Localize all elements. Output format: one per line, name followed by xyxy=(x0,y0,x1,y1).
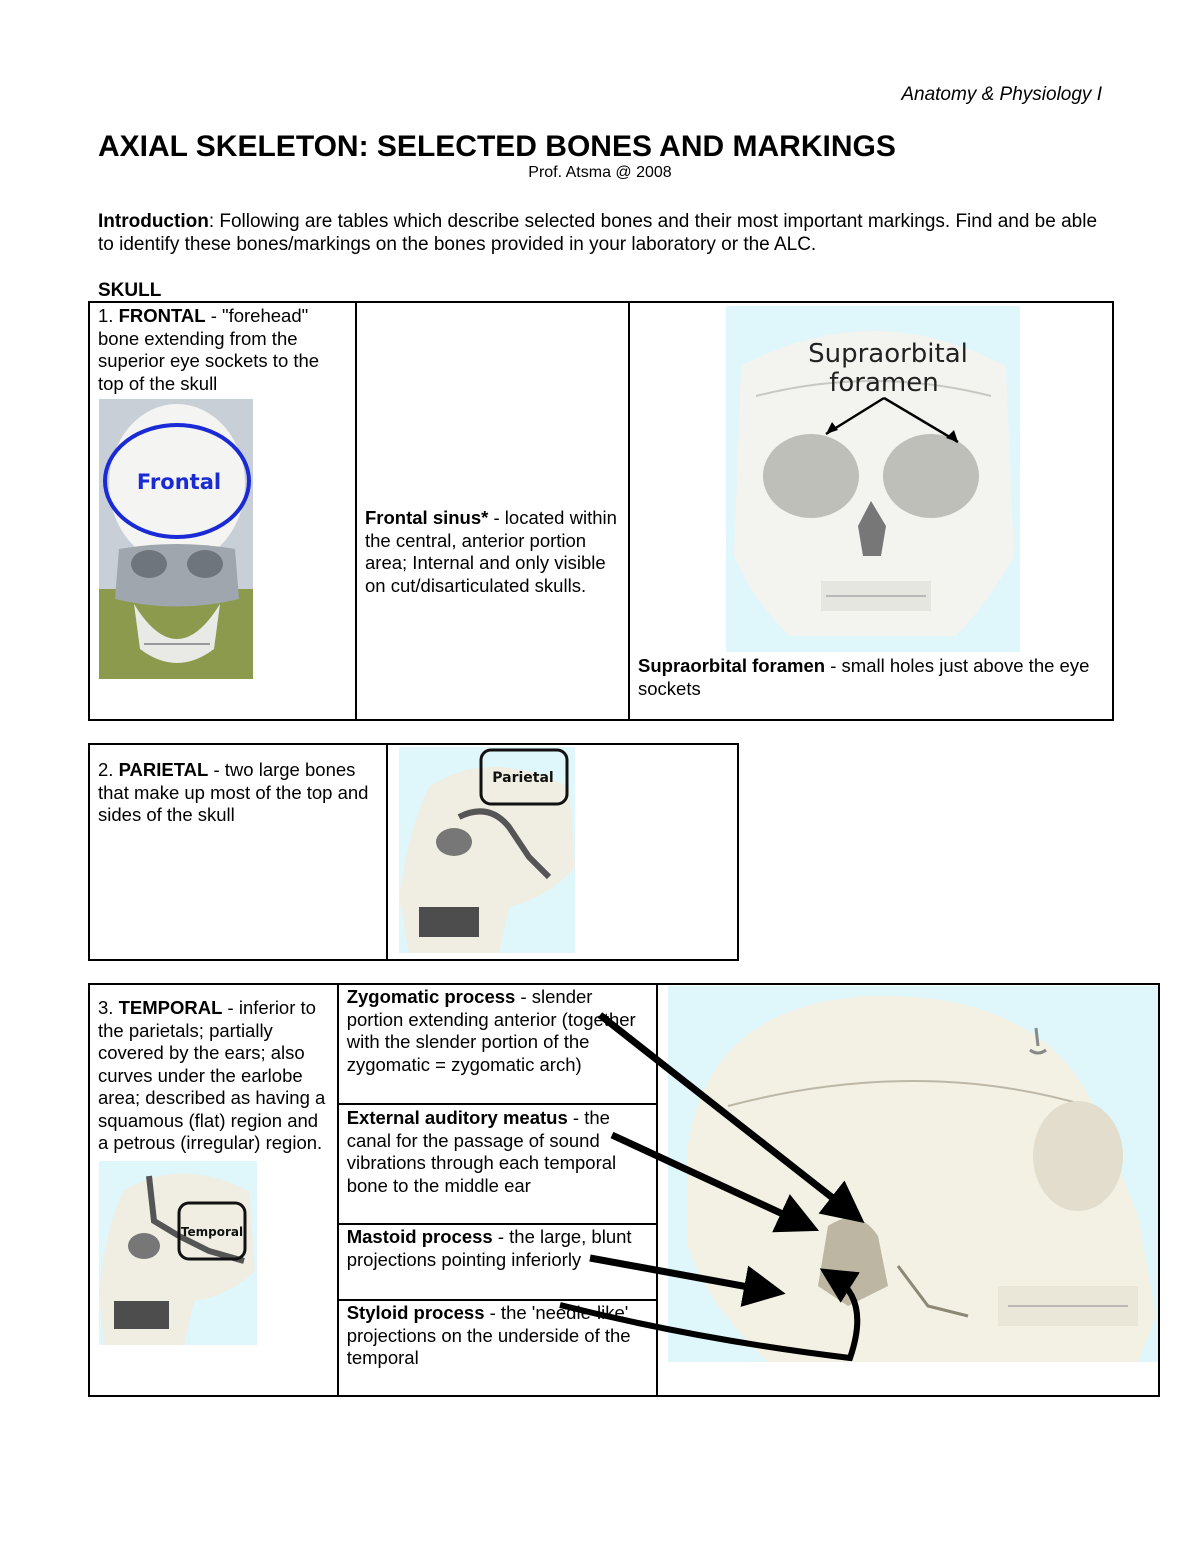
mastoid-cell: Mastoid process - the large, blunt proje… xyxy=(336,1223,659,1301)
parietal-photo-label: Parietal xyxy=(492,770,553,786)
author-line: Prof. Atsma @ 2008 xyxy=(528,164,672,181)
parietal-number: 2. xyxy=(98,759,114,780)
section-label: SKULL xyxy=(98,280,162,301)
styloid-name: Styloid process xyxy=(346,1302,485,1323)
frontal-table: 1. FRONTAL - "forehead" bone extending f… xyxy=(88,301,1114,721)
parietal-bone-cell: 2. PARIETAL - two large bones that make … xyxy=(88,743,388,961)
temporal-skull-photo: Temporal xyxy=(99,1160,257,1345)
auditory-meatus-name: External auditory meatus xyxy=(346,1107,568,1128)
supraorbital-name: Supraorbital foramen xyxy=(638,655,826,676)
zygomatic-description: - slender portion extending anterior (to… xyxy=(346,986,636,1075)
temporal-markings-photo xyxy=(668,986,1158,1362)
styloid-cell: Styloid process - the 'needle-like' proj… xyxy=(336,1299,659,1397)
supraorbital-text: Supraorbital foramen - small holes just … xyxy=(630,653,1112,702)
frontal-bone-cell: 1. FRONTAL - "forehead" bone extending f… xyxy=(88,301,357,721)
supraorbital-skull-photo: Supraorbital foramen xyxy=(726,306,1020,652)
parietal-photo-cell: Parietal xyxy=(386,743,739,961)
auditory-meatus-cell: External auditory meatus - the canal for… xyxy=(336,1103,659,1225)
parietal-description: - two large bones that make up most of t… xyxy=(98,759,369,825)
supraorbital-cell: Supraorbital foramen Supraorbital forame… xyxy=(628,301,1114,721)
frontal-sinus-text: Frontal sinus* - located within the cent… xyxy=(357,505,628,599)
parietal-skull-photo: Parietal xyxy=(399,747,575,953)
temporal-bone-cell: 3. TEMPORAL - inferior to the parietals;… xyxy=(88,983,339,1397)
temporal-markings-image xyxy=(688,995,1156,1362)
supraorbital-photo-label-2: foramen xyxy=(829,368,938,398)
frontal-name: FRONTAL xyxy=(118,305,206,326)
frontal-sinus-cell: Frontal sinus* - located within the cent… xyxy=(355,301,630,721)
frontal-photo-label: Frontal xyxy=(137,470,221,494)
parietal-name: PARIETAL xyxy=(118,759,209,780)
mastoid-description: - the large, blunt projections pointing … xyxy=(346,1226,632,1270)
frontal-description: - "forehead" bone extending from the sup… xyxy=(98,305,320,394)
frontal-number: 1. xyxy=(98,305,114,326)
intro-label: Introduction xyxy=(98,211,209,232)
intro-text: : Following are tables which describe se… xyxy=(98,211,1098,255)
supraorbital-description: - small holes just above the eye sockets xyxy=(638,655,1090,699)
page-title: AXIAL SKELETON: SELECTED BONES AND MARKI… xyxy=(98,130,896,163)
temporal-markings-photo-cell xyxy=(656,983,1160,1397)
temporal-number: 3. xyxy=(98,997,114,1018)
frontal-skull-photo: Frontal xyxy=(99,399,253,679)
temporal-description: - inferior to the parietals; partially c… xyxy=(98,997,326,1153)
course-header: Anatomy & Physiology I xyxy=(901,84,1102,105)
frontal-skull-image: Frontal xyxy=(99,399,253,679)
temporal-name: TEMPORAL xyxy=(118,997,223,1018)
frontal-sinus-description: - located within the central, anterior p… xyxy=(365,507,617,596)
supraorbital-skull-image: Supraorbital foramen xyxy=(734,331,1014,636)
parietal-skull-image: Parietal xyxy=(399,748,575,953)
zygomatic-name: Zygomatic process xyxy=(346,986,516,1007)
temporal-photo-label: Temporal xyxy=(181,1225,243,1239)
auditory-meatus-description: - the canal for the passage of sound vib… xyxy=(346,1107,617,1196)
frontal-sinus-name: Frontal sinus* xyxy=(365,507,489,528)
introduction: Introduction: Following are tables which… xyxy=(98,210,1108,256)
parietal-table: 2. PARIETAL - two large bones that make … xyxy=(88,743,739,961)
supraorbital-photo-label-1: Supraorbital xyxy=(808,339,968,369)
temporal-skull-image: Temporal xyxy=(99,1173,255,1345)
temporal-table: 3. TEMPORAL - inferior to the parietals;… xyxy=(88,983,1160,1397)
zygomatic-cell: Zygomatic process - slender portion exte… xyxy=(336,983,659,1105)
mastoid-name: Mastoid process xyxy=(346,1226,493,1247)
